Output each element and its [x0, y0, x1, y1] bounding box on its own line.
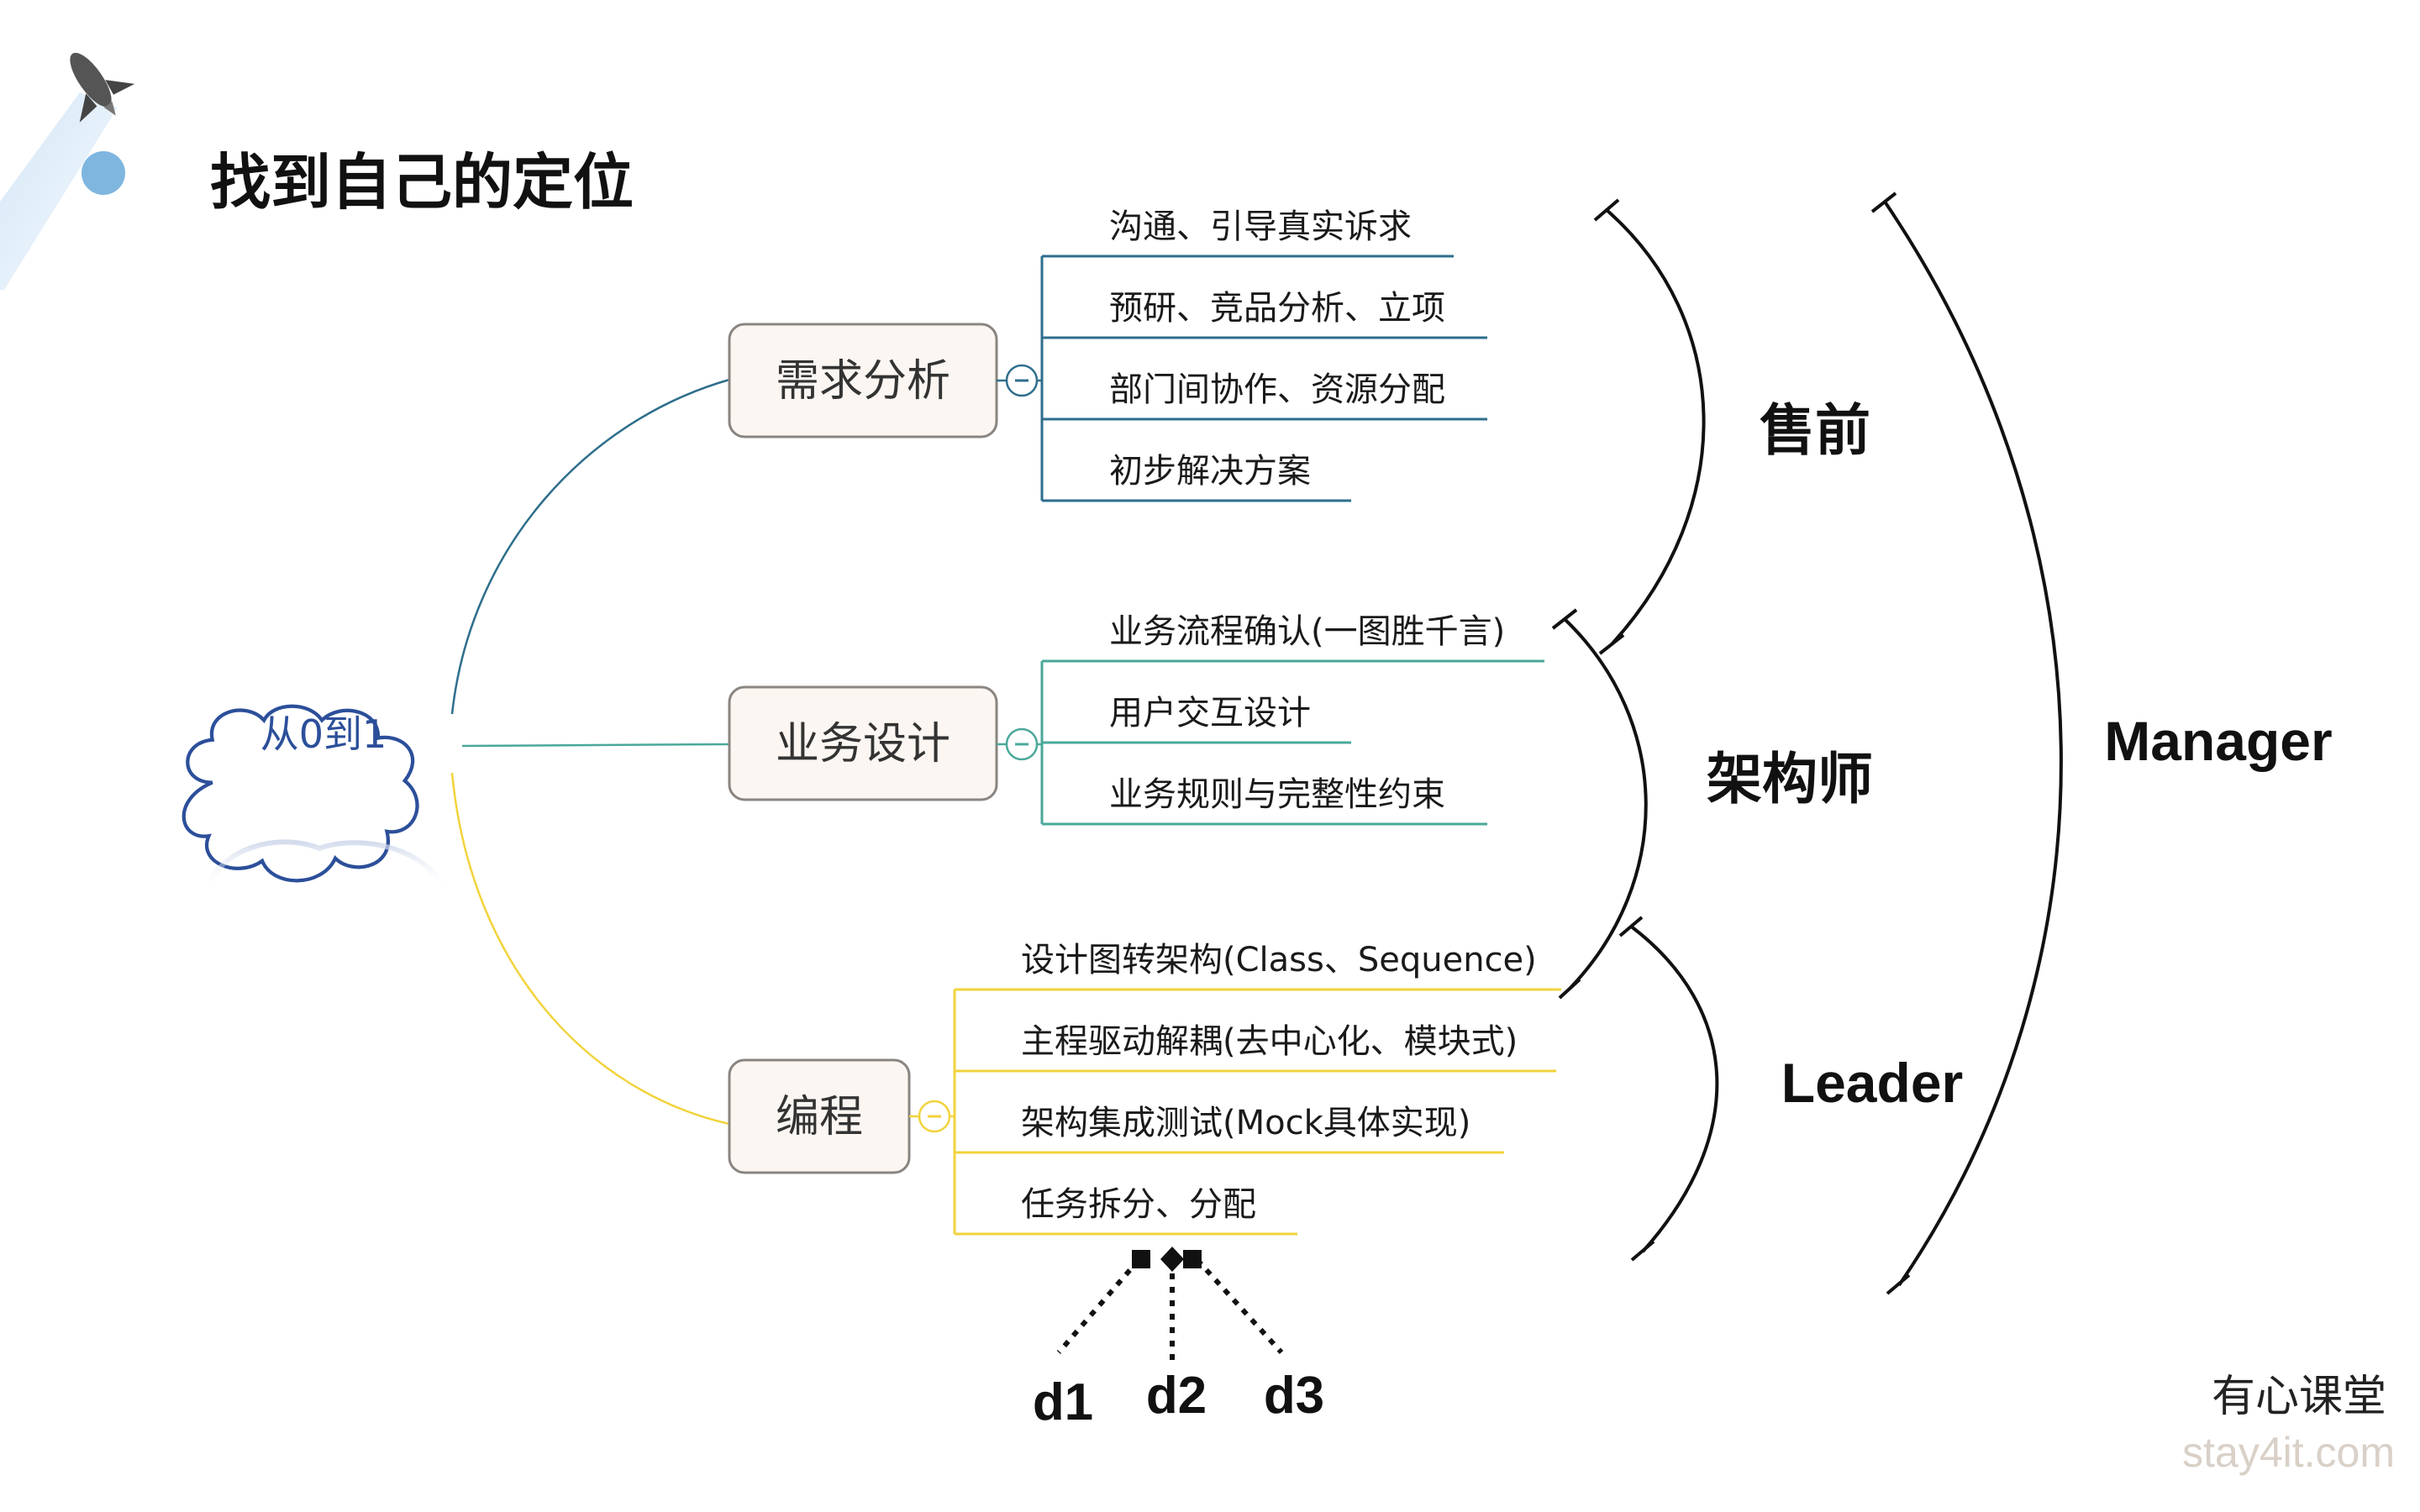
branch-item[interactable]: 架构集成测试(Mock具体实现): [1021, 1104, 1470, 1142]
branch-label-business: 业务设计: [776, 719, 950, 769]
root-cloud: [182, 704, 448, 894]
branch-item[interactable]: 部门间协作、资源分配: [1109, 370, 1445, 409]
title: 找到自己的定位: [210, 147, 634, 218]
branch-item[interactable]: 业务流程确认(一图胜千言): [1109, 612, 1505, 651]
role-leader: Leader: [1781, 1052, 1963, 1114]
branch-item[interactable]: 主程驱动解耦(去中心化、模块式): [1021, 1022, 1518, 1061]
role-presale: 售前: [1760, 398, 1870, 463]
collapse-toggle-icon[interactable]: [1005, 364, 1039, 397]
branch-item[interactable]: 用户交互设计: [1109, 694, 1311, 732]
developer-split: [1056, 1247, 1284, 1361]
manager-arc: [1883, 200, 2063, 1287]
dev-label-d3: d3: [1264, 1367, 1324, 1425]
branch-item[interactable]: 设计图转架构(Class、Sequence): [1021, 941, 1537, 979]
root-label: 从0到1: [260, 711, 387, 757]
role-brackets: [1551, 192, 2063, 1295]
role-manager: Manager: [2104, 710, 2332, 772]
branch-item[interactable]: 任务拆分、分配: [1021, 1185, 1256, 1224]
branch-label-programming: 编程: [776, 1092, 863, 1142]
leader-arc: [1628, 924, 1719, 1253]
branch-programming: 编程 设计图转架构(Class、Sequence) 主程驱动解耦(去中心化、模块式)…: [728, 941, 1561, 1236]
brand-url: stay4it.com: [2182, 1429, 2395, 1476]
light-beam: [0, 92, 118, 290]
brand-name: 有心课堂: [2211, 1372, 2386, 1422]
branch-connector-business: [461, 743, 730, 748]
branch-item[interactable]: 预研、竞品分析、立项: [1109, 289, 1445, 328]
dev-label-d1: d1: [1033, 1373, 1093, 1431]
collapse-toggle-icon[interactable]: [1005, 727, 1039, 761]
branch-item[interactable]: 沟通、引导真实诉求: [1109, 207, 1412, 246]
role-architect: 架构师: [1707, 747, 1873, 811]
branch-connector-requirements: [450, 378, 730, 715]
branch-item[interactable]: 业务规则与完整性约束: [1109, 775, 1445, 814]
architect-arc: [1563, 617, 1648, 990]
dev-label-d2: d2: [1146, 1367, 1207, 1425]
collapse-toggle-icon[interactable]: [918, 1100, 951, 1133]
branch-label-requirements: 需求分析: [776, 356, 950, 407]
rocket-icon: [70, 52, 135, 123]
branch-connector-programming: [450, 772, 730, 1126]
branch-item[interactable]: 初步解决方案: [1109, 452, 1311, 491]
presale-arc: [1605, 208, 1706, 646]
title-bullet: [82, 151, 125, 195]
